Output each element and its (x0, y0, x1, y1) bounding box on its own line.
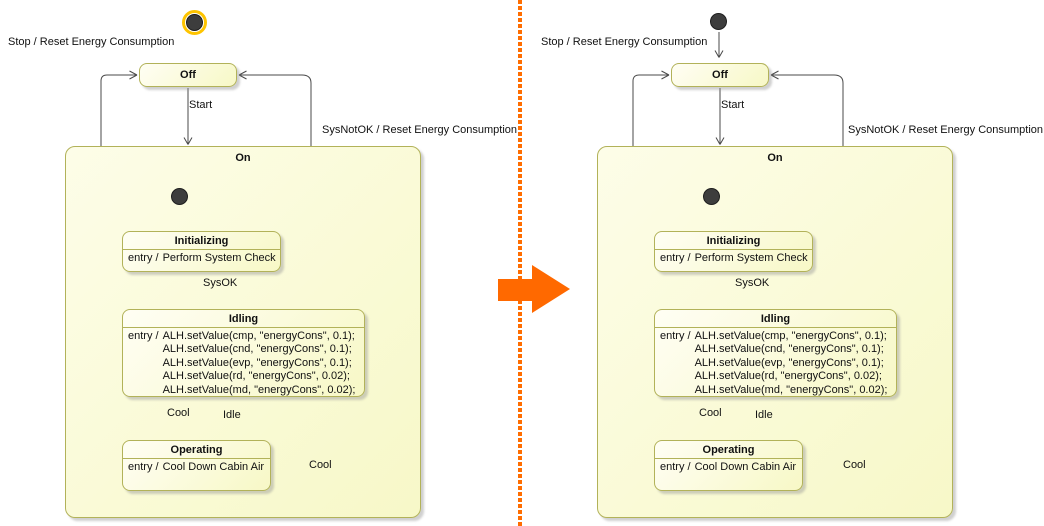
entry-action-line: ALH.setValue(md, "energyCons", 0.02); (694, 383, 888, 396)
state-idling: Idling entry / ALH.setValue(cmp, "energy… (122, 309, 365, 397)
start-transition-line (183, 88, 193, 145)
state-initializing-title: Initializing (123, 232, 280, 250)
state-initializing: Initializing entry / Perform System Chec… (654, 231, 813, 272)
state-initializing: Initializing entry / Perform System Chec… (122, 231, 281, 272)
inner-initial-node (703, 188, 720, 205)
entry-action: Perform System Check (694, 252, 808, 264)
entry-action: Perform System Check (162, 252, 276, 264)
stop-transition-label: Stop / Reset Energy Consumption (541, 36, 708, 48)
entry-action: Cool Down Cabin Air (162, 461, 265, 473)
sysok-transition-label: SysOK (203, 277, 238, 289)
initial-node (186, 14, 203, 31)
entry-prefix: entry / (660, 461, 691, 473)
entry-action-line: ALH.setValue(cnd, "energyCons", 0.1); (694, 343, 884, 356)
stop-transition-line (100, 70, 138, 146)
state-off-title: Off (712, 69, 728, 81)
state-on-title: On (767, 152, 783, 164)
transform-arrow-icon (498, 265, 570, 313)
state-on-title: On (235, 152, 251, 164)
cool-transition-label: Cool (699, 407, 722, 419)
state-operating-title: Operating (123, 441, 270, 459)
state-operating: Operating entry / Cool Down Cabin Air (122, 440, 271, 491)
divider-dashed-line (518, 0, 522, 526)
entry-prefix: entry / (660, 252, 691, 264)
entry-prefix: entry / (128, 461, 159, 473)
stop-transition-label: Stop / Reset Energy Consumption (8, 36, 175, 48)
state-off: Off (139, 63, 237, 87)
stop-transition-line (632, 70, 670, 146)
state-idling-title: Idling (655, 310, 896, 328)
statechart-before: Stop / Reset Energy Consumption Off Star… (8, 10, 518, 518)
sysok-transition-label: SysOK (735, 277, 770, 289)
state-idling: Idling entry / ALH.setValue(cmp, "energy… (654, 309, 897, 397)
initial-node-selection-ring (182, 10, 207, 35)
start-transition-line (715, 88, 725, 145)
entry-prefix: entry / (128, 330, 159, 342)
state-idling-title: Idling (123, 310, 364, 328)
idle-transition-label: Idle (755, 409, 773, 421)
state-operating-title: Operating (655, 441, 802, 459)
entry-action-line: ALH.setValue(cmp, "energyCons", 0.1); (694, 330, 887, 342)
idle-transition-label: Idle (223, 409, 241, 421)
state-operating: Operating entry / Cool Down Cabin Air (654, 440, 803, 491)
initial-node (710, 13, 727, 30)
start-transition-label: Start (189, 99, 213, 111)
entry-action-line: ALH.setValue(cmp, "energyCons", 0.1); (162, 330, 355, 342)
initial-to-off-line (714, 32, 724, 58)
entry-action-line: ALH.setValue(cnd, "energyCons", 0.1); (162, 343, 352, 356)
entry-action-line: ALH.setValue(rd, "energyCons", 0.02); (694, 370, 882, 383)
entry-action: Cool Down Cabin Air (694, 461, 797, 473)
entry-action-line: ALH.setValue(evp, "energyCons", 0.1); (162, 356, 352, 369)
state-off: Off (671, 63, 769, 87)
entry-prefix: entry / (660, 330, 691, 342)
cool-self-loop-label: Cool (309, 459, 332, 471)
state-initializing-title: Initializing (655, 232, 812, 250)
entry-prefix: entry / (128, 252, 159, 264)
state-off-title: Off (180, 69, 196, 81)
entry-action-line: ALH.setValue(evp, "energyCons", 0.1); (694, 356, 884, 369)
sysnotok-transition-label: SysNotOK / Reset Energy Consumption (848, 124, 1044, 136)
entry-action-line: ALH.setValue(rd, "energyCons", 0.02); (162, 370, 350, 383)
entry-action-line: ALH.setValue(md, "energyCons", 0.02); (162, 383, 356, 396)
statechart-after: Stop / Reset Energy Consumption Off Star… (532, 0, 1044, 526)
cool-self-loop-label: Cool (843, 459, 866, 471)
start-transition-label: Start (721, 99, 745, 111)
sysnotok-transition-label: SysNotOK / Reset Energy Consumption (322, 124, 518, 136)
inner-initial-node (171, 188, 188, 205)
cool-transition-label: Cool (167, 407, 190, 419)
